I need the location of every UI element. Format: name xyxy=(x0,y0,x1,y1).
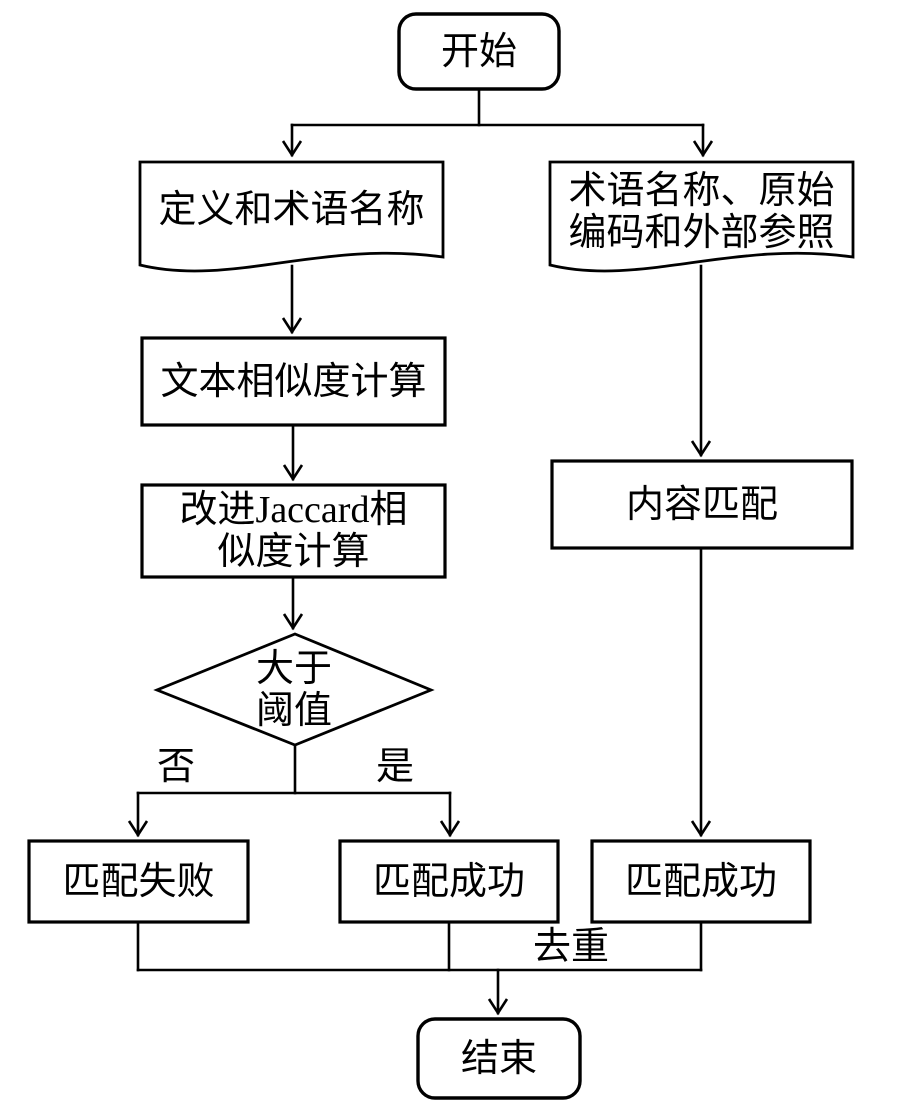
match-success-left-shape xyxy=(338,839,560,924)
end-terminator-shape xyxy=(416,1017,582,1100)
match-success-right-shape xyxy=(590,839,812,924)
content-match-shape xyxy=(550,459,854,550)
match-fail-shape xyxy=(27,839,250,924)
start-terminator-shape xyxy=(397,12,561,91)
threshold-diamond-shape xyxy=(153,632,435,747)
text-similarity-shape xyxy=(140,336,447,427)
doc-right-shape xyxy=(548,160,855,273)
jaccard-shape xyxy=(140,483,447,579)
doc-left-shape xyxy=(138,160,445,273)
